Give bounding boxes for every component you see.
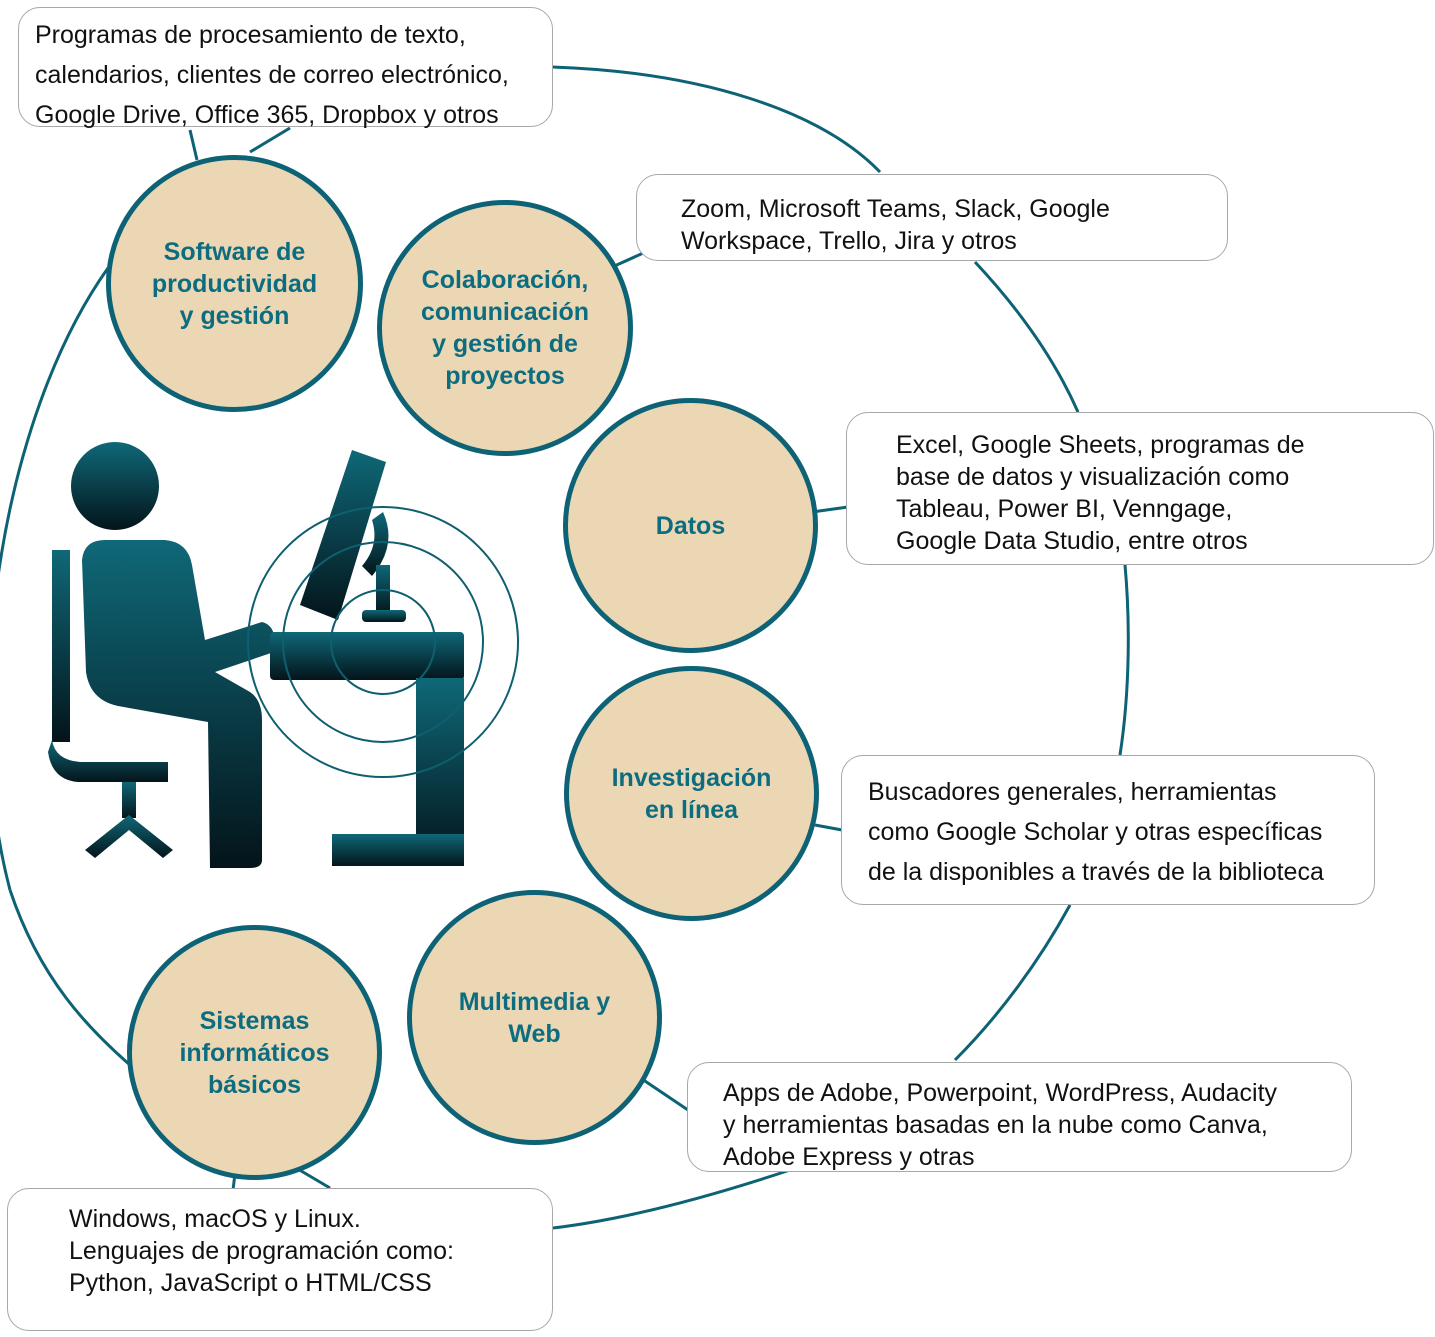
monitor-arm bbox=[362, 512, 389, 576]
category-circle-colaboracion: Colaboración, comunicación y gestión de … bbox=[377, 200, 633, 456]
connector-datos bbox=[811, 505, 849, 514]
description-box-datos: Excel, Google Sheets, programas de base … bbox=[846, 412, 1434, 565]
description-box-investigacion: Buscadores generales, herramientas como … bbox=[841, 755, 1375, 905]
monitor-foot bbox=[362, 610, 406, 622]
signal-ring-outer bbox=[247, 506, 519, 778]
person-torso bbox=[82, 540, 275, 868]
outer-ring-arc-right-lower bbox=[953, 904, 1072, 1062]
description-box-multimedia: Apps de Adobe, Powerpoint, WordPress, Au… bbox=[687, 1062, 1352, 1172]
chair-back bbox=[52, 550, 70, 742]
description-box-sistemas: Windows, macOS y Linux. Lenguajes de pro… bbox=[7, 1188, 553, 1331]
chair-pole bbox=[122, 782, 136, 818]
monitor-screen bbox=[300, 450, 386, 620]
signal-ring-middle bbox=[282, 541, 484, 743]
connector-productividad-2 bbox=[249, 126, 291, 154]
signal-ring-inner bbox=[330, 589, 436, 695]
chair-seat bbox=[48, 740, 168, 782]
category-circle-investigacion: Investigación en línea bbox=[564, 666, 819, 921]
category-circle-datos: Datos bbox=[563, 398, 818, 653]
outer-ring-arc-bottom bbox=[552, 1168, 791, 1230]
description-box-productividad: Programas de procesamiento de texto, cal… bbox=[18, 7, 553, 129]
outer-ring-arc-left-lower bbox=[8, 889, 131, 1067]
desk-foot bbox=[332, 834, 464, 866]
outer-ring-arc-left bbox=[0, 267, 110, 891]
connector-investigacion bbox=[814, 823, 843, 832]
person-head bbox=[71, 442, 159, 530]
outer-ring-arc-right-mid bbox=[1118, 564, 1130, 756]
chair-base bbox=[85, 815, 173, 858]
outer-ring-arc-right-upper bbox=[973, 260, 1080, 413]
category-circle-sistemas: Sistemas informáticos básicos bbox=[127, 925, 382, 1180]
category-circle-productividad: Software de productividad y gestión bbox=[106, 155, 363, 412]
category-circle-multimedia: Multimedia y Web bbox=[407, 890, 662, 1145]
desk-top bbox=[270, 632, 464, 680]
connector-productividad bbox=[188, 129, 199, 161]
outer-ring-arc-top bbox=[551, 65, 882, 174]
description-box-colaboracion: Zoom, Microsoft Teams, Slack, Google Wor… bbox=[636, 174, 1228, 261]
